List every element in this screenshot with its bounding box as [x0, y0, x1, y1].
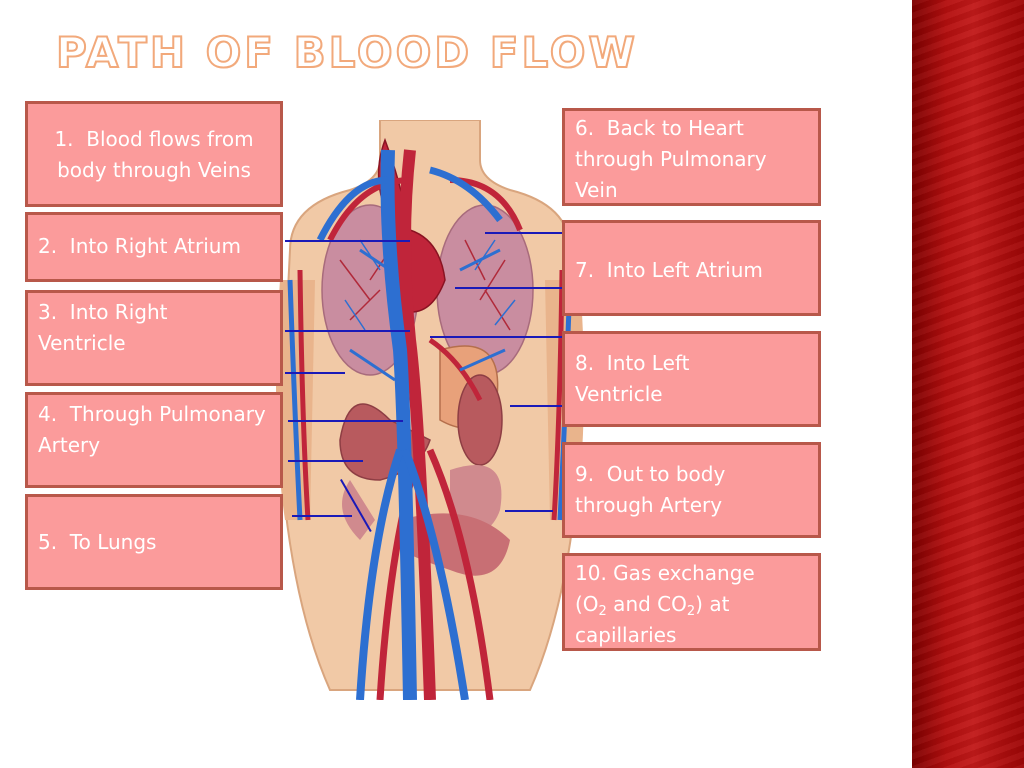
- leader-line: [510, 405, 563, 407]
- label-step-8: 8. Into Left Ventricle: [562, 331, 821, 427]
- label-step-9: 9. Out to body through Artery: [562, 442, 821, 538]
- label-step-10-line3: capillaries: [575, 623, 677, 647]
- label-step-4-text: 4. Through Pulmonary Artery: [38, 402, 273, 457]
- leader-line: [485, 232, 563, 234]
- label-step-1-text: 1. Blood flows from body through Veins: [54, 127, 260, 182]
- label-step-7-text: 7. Into Left Atrium: [575, 258, 763, 282]
- leader-line: [285, 240, 410, 242]
- decorative-side-band: [912, 0, 1024, 768]
- circulatory-system-illustration: [276, 120, 584, 700]
- leader-line: [288, 460, 363, 462]
- label-step-3: 3. Into Right Ventricle: [25, 290, 283, 386]
- leader-line: [455, 287, 563, 289]
- label-step-2: 2. Into Right Atrium: [25, 212, 283, 282]
- leader-line: [430, 336, 563, 338]
- label-step-7: 7. Into Left Atrium: [562, 220, 821, 316]
- label-step-10-line2: (O2 and CO2) at: [575, 589, 808, 620]
- leader-line: [285, 330, 410, 332]
- label-step-10: 10. Gas exchange (O2 and CO2) at capilla…: [562, 553, 821, 651]
- co2-text: and CO: [606, 592, 687, 616]
- label-step-1: 1. Blood flows from body through Veins: [25, 101, 283, 207]
- label-step-5-text: 5. To Lungs: [38, 530, 157, 554]
- o2-open-text: (O: [575, 592, 599, 616]
- label-step-2-text: 2. Into Right Atrium: [38, 234, 241, 258]
- label-step-8-text: 8. Into Left Ventricle: [575, 351, 696, 406]
- label-step-6: 6. Back to Heart through Pulmonary Vein: [562, 108, 821, 206]
- label-step-4: 4. Through Pulmonary Artery: [25, 392, 283, 488]
- leader-line: [292, 515, 352, 517]
- leader-line: [285, 372, 345, 374]
- label-step-3-text: 3. Into Right Ventricle: [38, 300, 174, 355]
- leader-line: [505, 510, 553, 512]
- label-step-5: 5. To Lungs: [25, 494, 283, 590]
- at-text: ) at: [695, 592, 730, 616]
- co2-subscript: 2: [686, 604, 696, 619]
- label-step-6-text: 6. Back to Heart through Pulmonary Vein: [575, 116, 773, 202]
- label-step-10-line1: 10. Gas exchange: [575, 561, 755, 585]
- leader-line: [288, 420, 403, 422]
- label-step-9-text: 9. Out to body through Artery: [575, 462, 732, 517]
- slide-title: PATH OF BLOOD FLOW: [55, 27, 638, 78]
- o2-subscript: 2: [598, 604, 607, 619]
